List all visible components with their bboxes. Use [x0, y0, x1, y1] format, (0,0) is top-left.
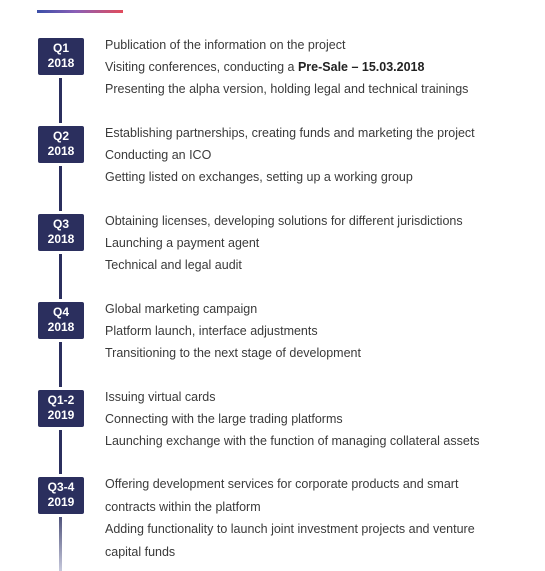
milestone-item: Global marketing campaign	[105, 302, 258, 316]
milestone-badge: Q1 2018	[38, 38, 84, 75]
badge-year: 2019	[47, 408, 75, 422]
milestone-badge: Q3 2018	[38, 214, 84, 251]
milestone-items: Issuing virtual cards Connecting with th…	[105, 386, 525, 452]
milestone-badge: Q3-4 2019	[38, 477, 84, 514]
badge-quarter: Q1-2	[47, 393, 75, 407]
milestone-item: Getting listed on exchanges, setting up …	[105, 170, 413, 184]
badge-year: 2018	[47, 232, 75, 246]
badge-quarter: Q1	[52, 41, 69, 55]
badge-quarter: Q2	[52, 129, 69, 143]
milestone-item: Transitioning to the next stage of devel…	[105, 346, 361, 360]
milestone-item: Conducting an ICO	[105, 148, 212, 162]
milestone-item: Visiting conferences, conducting a Pre-S…	[105, 56, 525, 78]
badge-quarter: Q3-4	[47, 480, 75, 494]
section-accent-underline	[37, 10, 123, 13]
milestone-item: Launching exchange with the function of …	[105, 434, 480, 448]
milestone-item: Obtaining licenses, developing solutions…	[105, 214, 463, 228]
milestone-item: Adding functionality to launch joint inv…	[105, 522, 475, 559]
milestone-item: Establishing partnerships, creating fund…	[105, 126, 475, 140]
milestone-item: Technical and legal audit	[105, 258, 242, 272]
milestone-badge: Q1-2 2019	[38, 390, 84, 427]
milestone-item: Connecting with the large trading platfo…	[105, 412, 343, 426]
milestone-item: Issuing virtual cards	[105, 390, 216, 404]
badge-year: 2018	[47, 144, 75, 158]
milestone-item: Platform launch, interface adjustments	[105, 324, 318, 338]
milestone-items: Establishing partnerships, creating fund…	[105, 122, 525, 188]
badge-year: 2018	[47, 56, 75, 70]
presale-highlight: Pre-Sale – 15.03.2018	[297, 60, 425, 74]
milestone-item: Launching a payment agent	[105, 236, 260, 250]
milestone-items: Publication of the information on the pr…	[105, 34, 525, 100]
milestone-items: Obtaining licenses, developing solutions…	[105, 210, 525, 276]
badge-year: 2018	[47, 320, 75, 334]
milestone-item-text: Visiting conferences, conducting a	[105, 60, 295, 74]
milestone-item: Presenting the alpha version, holding le…	[105, 82, 469, 96]
badge-quarter: Q3	[52, 217, 69, 231]
milestone-items: Offering development services for corpor…	[105, 473, 505, 563]
badge-year: 2019	[47, 495, 75, 509]
milestone-badge: Q4 2018	[38, 302, 84, 339]
timeline-line-fade	[59, 500, 62, 571]
badge-quarter: Q4	[52, 305, 69, 319]
milestone-items: Global marketing campaign Platform launc…	[105, 298, 525, 364]
milestone-badge: Q2 2018	[38, 126, 84, 163]
milestone-item: Publication of the information on the pr…	[105, 38, 346, 52]
milestone-item: Offering development services for corpor…	[105, 477, 459, 514]
